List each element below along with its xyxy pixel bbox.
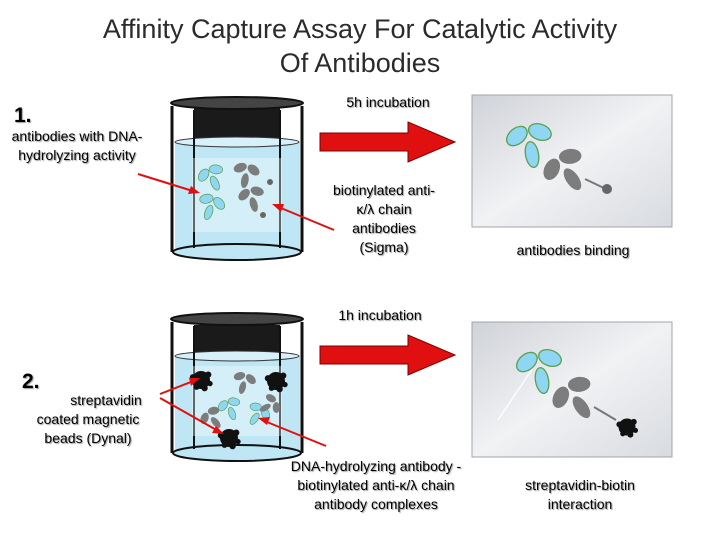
pointer-line bbox=[261, 419, 327, 447]
step1-reagent-label: biotinylated anti-κ/λ chain antibodies (… bbox=[333, 182, 435, 255]
pointer-arrowhead bbox=[188, 186, 200, 194]
step2-complex-label: DNA-hydrolyzing antibody - biotinylated … bbox=[290, 458, 462, 512]
step2-incubation-label: 1h incubation bbox=[338, 307, 422, 323]
pointer-line bbox=[137, 173, 197, 193]
pointer-line bbox=[275, 205, 335, 231]
page-title: Affinity Capture Assay For Catalytic Act… bbox=[102, 14, 618, 78]
pointer-line bbox=[159, 397, 221, 433]
beaker-icon bbox=[170, 96, 304, 261]
step2-beaker-label: streptavidin coated magnetic beads (Dyna… bbox=[36, 392, 142, 446]
step1-beaker-label: antibodies with DNA-hydrolyzing activity bbox=[11, 128, 143, 163]
arrow-icon bbox=[319, 121, 457, 163]
result-panel-2 bbox=[471, 321, 673, 458]
step-number-1: 1. bbox=[14, 104, 32, 127]
step1-incubation-label: 5h incubation bbox=[346, 94, 430, 110]
pointer-arrowhead bbox=[258, 417, 270, 425]
pointer-arrowhead bbox=[189, 378, 200, 386]
step1-result-label: antibodies binding bbox=[516, 242, 630, 258]
step-number-2: 2. bbox=[22, 370, 40, 393]
biotin-tag bbox=[260, 212, 266, 218]
pointer-arrowhead bbox=[212, 426, 224, 434]
step2-result-label: streptavidin-biotin interaction bbox=[525, 477, 635, 512]
pointer-arrowhead bbox=[272, 204, 284, 212]
pointer-line bbox=[159, 379, 197, 395]
result-panel-1 bbox=[471, 94, 673, 228]
arrow-icon bbox=[319, 334, 457, 376]
biotin-tag bbox=[267, 179, 273, 185]
